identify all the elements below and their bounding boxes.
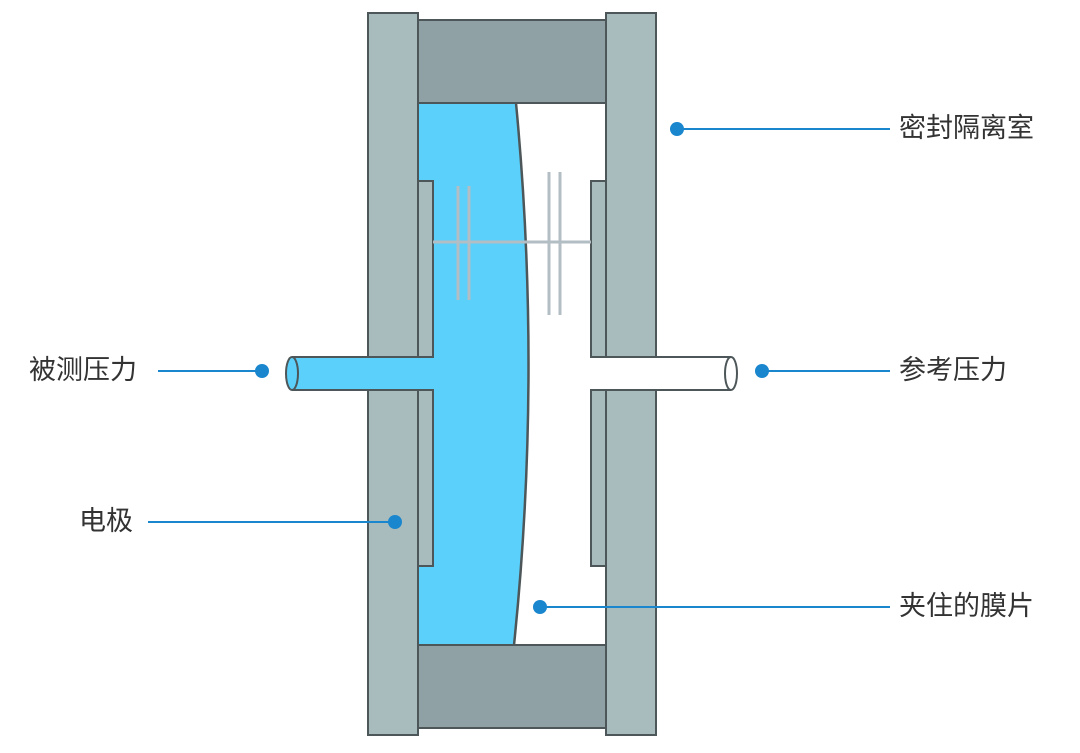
bottom-cap — [417, 644, 607, 729]
inlet-pipe-fill — [292, 357, 433, 390]
label-sealed-chamber: 密封隔离室 — [899, 113, 1034, 144]
label-measured-pressure: 被测压力 — [29, 355, 137, 386]
outlet-pipe — [591, 356, 731, 391]
clamped-diaphragm — [512, 102, 530, 646]
inlet-pipe — [292, 356, 433, 391]
right-electrode-upper — [590, 180, 607, 358]
leader-sealed-chamber — [670, 122, 890, 136]
left-electrode-lower — [417, 389, 434, 567]
right-electrode-lower — [590, 389, 607, 567]
label-electrode: 电极 — [79, 506, 133, 537]
leader-reference-pressure — [755, 364, 890, 378]
label-reference-pressure: 参考压力 — [899, 355, 1007, 386]
leader-clamped-diaphragm — [533, 600, 890, 614]
capacitor-symbol — [433, 172, 591, 315]
inlet-pipe-end — [285, 356, 299, 391]
outlet-pipe-fill — [591, 357, 731, 390]
label-clamped-diaphragm: 夹住的膜片 — [899, 591, 1034, 622]
left-electrode-upper — [417, 180, 434, 358]
leader-measured-pressure — [158, 364, 269, 378]
top-cap — [417, 19, 607, 104]
measured-fluid-region — [418, 103, 529, 645]
leader-electrode — [148, 515, 402, 529]
outlet-pipe-end — [724, 356, 738, 391]
